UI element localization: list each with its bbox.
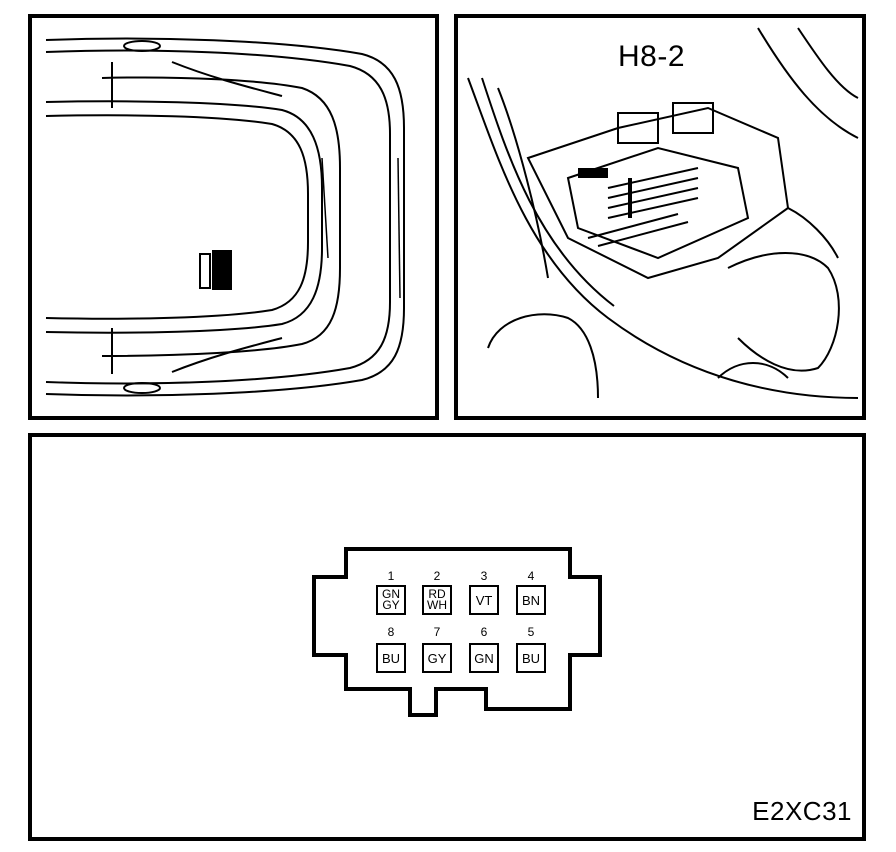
pin-number: 4 [527,569,535,583]
pin-wire-color: VT [475,592,493,608]
pin-number: 7 [433,625,441,639]
connector-location-panel: H8-2 [454,14,866,420]
connector-pinout-panel: 1 GN GY 2 RD WH 3 VT 4 BN 8 BU 7 GY 6 GN… [28,433,866,841]
pin-7: GY [422,643,452,673]
connector-location-drawing [467,27,859,399]
pin-6: GN [469,643,499,673]
pin-4: BN [516,585,546,615]
pin-wire-color: GY [382,598,400,612]
pin-wire-color: WH [427,598,447,612]
figure-code: E2XC31 [752,796,852,826]
pin-wire-color: BN [521,592,541,608]
pin-wire-color: GY [427,650,447,666]
pin-number: 6 [480,625,488,639]
pin-5: BU [516,643,546,673]
pin-wire-color: GN [382,587,400,601]
vehicle-top-view-drawing [45,37,405,397]
location-marker [212,250,232,290]
pin-number: 8 [387,625,395,639]
pin-number: 5 [527,625,535,639]
vehicle-top-view-panel [28,14,439,420]
pin-number: 1 [387,569,395,583]
pin-number: 3 [480,569,488,583]
pin-number: 2 [433,569,441,583]
location-marker-outline [199,253,211,289]
pin-3: VT [469,585,499,615]
connector-location-label: H8-2 [618,40,686,73]
pin-2: RD WH [422,585,452,615]
connector-housing-outline [312,547,602,717]
pin-8: BU [376,643,406,673]
pin-wire-color: RD [428,587,446,601]
pin-wire-color: BU [381,650,401,666]
pin-wire-color: GN [474,650,494,666]
pin-1: GN GY [376,585,406,615]
pin-wire-color: BU [521,650,541,666]
